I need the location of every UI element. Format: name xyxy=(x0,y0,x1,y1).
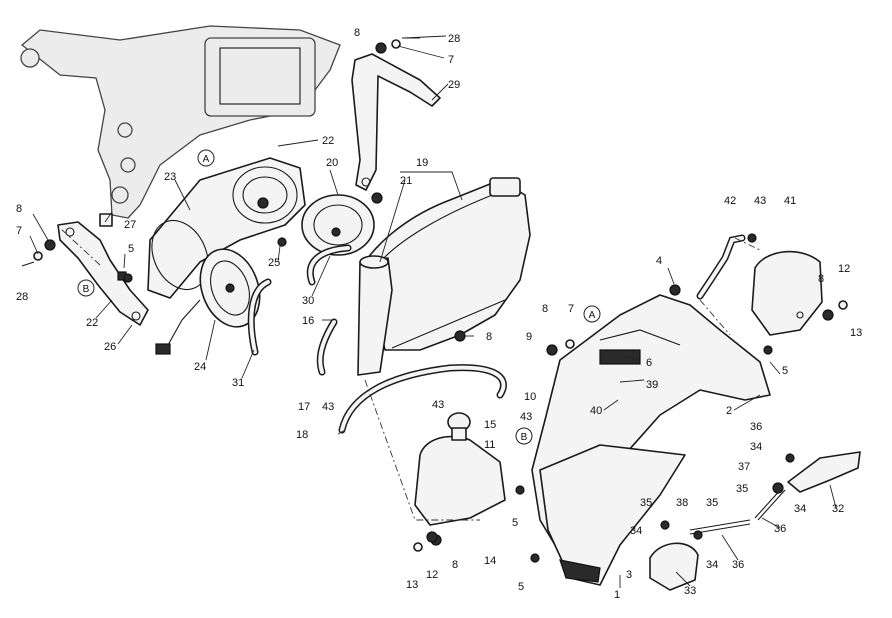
part-label: 22 xyxy=(322,135,334,147)
side-fairing xyxy=(531,294,771,586)
part-label: 8 xyxy=(16,203,22,215)
part-label: 26 xyxy=(104,341,116,353)
part-label: 6 xyxy=(646,357,652,369)
part-label: 43 xyxy=(322,401,334,413)
callout-b: B xyxy=(515,427,533,445)
part-label: 35 xyxy=(640,497,652,509)
coolant-hose-18 xyxy=(338,364,507,434)
part-label: 39 xyxy=(646,379,658,391)
svg-text:B: B xyxy=(83,284,90,295)
radiator xyxy=(364,177,531,351)
part-label: 11 xyxy=(484,439,495,451)
fasteners xyxy=(21,37,848,563)
part-label: 19 xyxy=(416,157,428,169)
leader-lines xyxy=(29,35,837,588)
assembly-lines xyxy=(59,227,761,521)
part-label: 8 xyxy=(542,303,548,315)
svg-text:A: A xyxy=(203,154,210,165)
part-label: 42 xyxy=(724,195,736,207)
part-label: 35 xyxy=(706,497,718,509)
part-label: 18 xyxy=(296,429,308,441)
part-label: 8 xyxy=(486,331,492,343)
part-label: 5 xyxy=(518,581,524,593)
part-label: 1 xyxy=(614,589,620,601)
part-label: 7 xyxy=(16,225,22,237)
part-label: 30 xyxy=(302,295,314,307)
part-label: 24 xyxy=(194,361,206,373)
part-label: 17 xyxy=(298,401,310,413)
callouts: A A B B xyxy=(77,149,601,445)
part-label: 7 xyxy=(448,54,454,66)
part-labels: 8 28 7 29 22 20 19 21 23 8 27 7 5 25 28 … xyxy=(16,27,862,601)
side-panel-41 xyxy=(751,250,823,336)
part-label: 12 xyxy=(426,569,438,581)
part-label: 38 xyxy=(676,497,688,509)
part-label: 8 xyxy=(452,559,458,571)
part-label: 15 xyxy=(484,419,496,431)
part-label: 36 xyxy=(732,559,744,571)
part-label: 34 xyxy=(794,503,806,515)
part-label: 9 xyxy=(526,331,532,343)
part-label: 5 xyxy=(128,243,134,255)
part-label: 3 xyxy=(626,569,632,581)
part-label: 43 xyxy=(432,399,444,411)
hose-16-17 xyxy=(316,318,338,376)
svg-text:B: B xyxy=(521,432,528,443)
part-label: 43 xyxy=(754,195,766,207)
part-label: 35 xyxy=(736,483,748,495)
part-label: 37 xyxy=(738,461,750,473)
part-label: 4 xyxy=(656,255,662,267)
cooling-fan-lower xyxy=(199,248,261,328)
part-label: 22 xyxy=(86,317,98,329)
part-label: 2 xyxy=(726,405,732,417)
part-label: 34 xyxy=(630,525,642,537)
part-label: 12 xyxy=(838,263,850,275)
part-label: 13 xyxy=(406,579,418,591)
part-label: 29 xyxy=(448,79,460,91)
part-label: 10 xyxy=(524,391,536,403)
part-label: 25 xyxy=(268,257,280,269)
expansion-tank-21 xyxy=(357,255,393,376)
part-label: 5 xyxy=(512,517,518,529)
part-label: 21 xyxy=(400,175,412,187)
callout-a: A xyxy=(197,149,215,167)
part-label: 7 xyxy=(568,303,574,315)
panel-33 xyxy=(649,542,699,591)
part-label: 23 xyxy=(164,171,176,183)
part-label: 16 xyxy=(302,315,314,327)
part-label: 14 xyxy=(484,555,496,567)
hose-30 xyxy=(306,244,352,286)
part-label: 33 xyxy=(684,585,696,597)
callout-a: A xyxy=(583,305,601,323)
part-label: 40 xyxy=(590,405,602,417)
callout-b: B xyxy=(77,279,95,297)
part-label: 41 xyxy=(784,195,796,207)
part-label: 31 xyxy=(232,377,244,389)
part-label: 43 xyxy=(520,411,532,423)
fan-shroud xyxy=(147,157,306,299)
part-label: 13 xyxy=(850,327,862,339)
part-label: 28 xyxy=(16,291,28,303)
stay-42 xyxy=(696,234,746,300)
part-label: 34 xyxy=(706,559,718,571)
part-label: 28 xyxy=(448,33,460,45)
panel-32 xyxy=(787,451,861,493)
hose-31 xyxy=(247,278,272,356)
reservoir-tank xyxy=(414,412,506,546)
motorcycle-frame xyxy=(20,25,341,219)
part-label: 8 xyxy=(354,27,360,39)
bracket-29 xyxy=(351,53,441,191)
part-label: 36 xyxy=(750,421,762,433)
part-label: 34 xyxy=(750,441,762,453)
svg-text:A: A xyxy=(589,310,596,321)
part-label: 5 xyxy=(782,365,788,377)
part-label: 32 xyxy=(832,503,844,515)
part-label: 8 xyxy=(818,273,824,285)
part-label: 20 xyxy=(326,157,338,169)
part-label: 36 xyxy=(774,523,786,535)
fan-wiring xyxy=(155,299,201,355)
part-label: 27 xyxy=(124,219,136,231)
